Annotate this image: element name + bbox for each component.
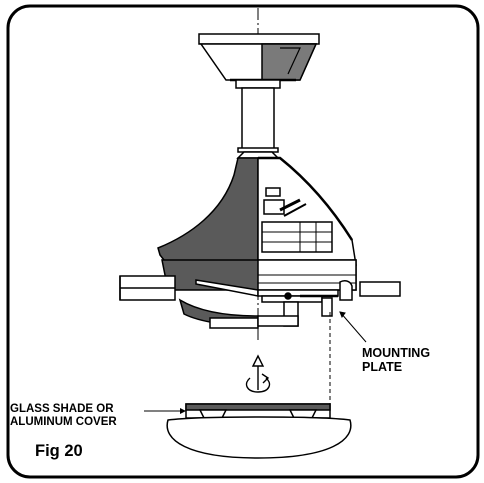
- mounting-plate-arrowhead: [339, 311, 346, 319]
- glass-shade-label: GLASS SHADE OR ALUMINUM COVER: [10, 403, 117, 429]
- rotation-arrow-icon: [245, 354, 271, 393]
- downrod: [235, 79, 281, 153]
- figure-number: Fig 20: [35, 442, 83, 460]
- canopy: [198, 33, 320, 82]
- mounting-plate-assembly: [178, 289, 339, 329]
- mounting-plate-label: MOUNTING PLATE: [362, 346, 430, 375]
- glass-shade-label-line1: GLASS SHADE OR: [10, 403, 114, 415]
- glass-shade-arrowhead: [180, 408, 186, 414]
- glass-shade: [166, 403, 352, 459]
- figure-frame: [6, 4, 480, 479]
- blade-arms: [119, 275, 401, 301]
- mounting-plate-label-line2: PLATE: [362, 360, 403, 375]
- motor-housing: [157, 151, 357, 291]
- mounting-plate-leader: [339, 311, 367, 343]
- glass-shade-label-line2: ALUMINUM COVER: [10, 416, 117, 429]
- mounting-plate-label-line1: MOUNTING: [362, 346, 431, 360]
